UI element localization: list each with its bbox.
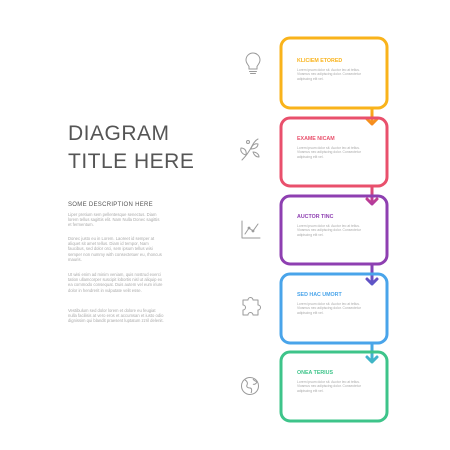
step-2-title: EXAME NICAM xyxy=(297,136,335,142)
title-line-2: TITLE HERE xyxy=(68,150,195,173)
lightbulb-icon xyxy=(245,52,261,74)
globe-icon xyxy=(241,377,259,395)
diagram-title: DIAGRAM TITLE HERE xyxy=(68,120,194,176)
connector-1 xyxy=(365,106,379,126)
line-chart-icon xyxy=(241,220,261,239)
description-paragraph-1: Liper pretium sem pellentesque senectus.… xyxy=(68,212,160,228)
description-paragraph-3: Ut wisi enim ad minim veniam, quis nostr… xyxy=(68,272,163,293)
step-2-text: Lorem ipsum dolor sit. Auctor leo at tel… xyxy=(297,146,361,159)
step-3-text: Lorem ipsum dolor sit. Auctor leo at tel… xyxy=(297,224,361,237)
step-box-1 xyxy=(279,36,389,110)
connector-3 xyxy=(365,262,379,286)
connector-2 xyxy=(365,184,379,206)
step-3-title: AUCTOR TINC xyxy=(297,214,334,220)
description-heading: SOME DESCRIPTION HERE xyxy=(68,202,153,208)
step-5-title: ONEA TERIUS xyxy=(297,370,334,376)
connector-4 xyxy=(365,341,379,364)
step-5-text: Lorem ipsum dolor sit. Auctor leo at tel… xyxy=(297,380,361,393)
title-line-1: DIAGRAM xyxy=(68,122,170,145)
step-1-title: KLICIEM ETORED xyxy=(297,58,343,64)
step-1-text: Lorem ipsum dolor sit. Auctor leo at tel… xyxy=(297,68,361,81)
description-paragraph-4: Vestibulum sed dolor lorem et dolore eu … xyxy=(68,308,164,324)
plant-icon xyxy=(240,138,260,161)
step-box-3 xyxy=(279,194,389,266)
description-paragraph-2: Donec justo eu in Lorem. Laoreet id semp… xyxy=(68,236,162,262)
step-box-5 xyxy=(279,350,389,423)
step-4-title: SED HAC UMORT xyxy=(297,292,342,298)
step-box-4 xyxy=(279,272,389,345)
step-box-2 xyxy=(279,116,389,188)
puzzle-icon xyxy=(242,297,261,316)
step-4-text: Lorem ipsum dolor sit. Auctor leo at tel… xyxy=(297,302,361,315)
